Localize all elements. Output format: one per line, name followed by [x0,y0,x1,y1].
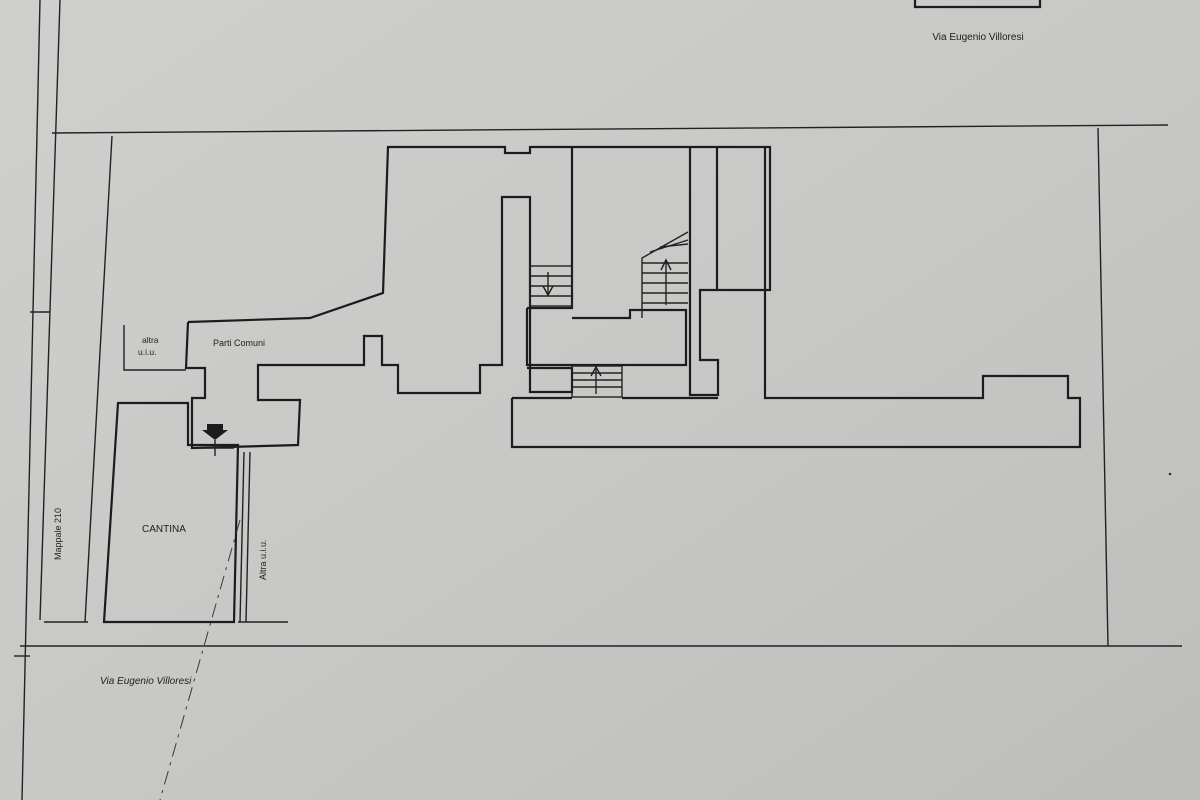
stairs-up-arrow-icon [660,258,672,305]
stairs-lower-left [529,265,573,307]
cantina-room [102,401,240,624]
altra-uiu-top-label-1: altra [142,335,159,345]
location-box [913,0,1042,9]
mappale-label: Mappale 210 [53,508,63,560]
entrance-arrow-icon [202,424,228,440]
altra-uiu-top-label-2: u.i.u. [138,347,156,357]
stray-mark [1168,472,1172,476]
main-building-outline [525,147,688,367]
main-building-south-wing [510,147,1082,449]
sketch-diagonal-line [159,519,241,800]
street-label-top: Via Eugenio Villoresi [932,32,1023,43]
stairs-middle [571,365,623,398]
parti-comuni-corridor [184,195,574,450]
altra-uiu-side-label: Altra u.i.u. [258,539,268,580]
cantina-inner-wall-2 [245,451,251,623]
mappale-line-right [84,135,113,623]
cantina-inner-wall [239,451,245,623]
lot-boundary-top [51,124,1169,134]
stairs-down-arrow-icon [542,272,554,297]
stairs-middle-up-arrow-icon [590,365,602,394]
cantina-label: CANTINA [142,524,186,535]
margin-line-outer [21,0,41,800]
parti-comuni-label: Parti Comuni [213,338,265,348]
margin-line-inner [39,0,61,621]
altra-uiu-top-bracket [123,325,186,371]
parti-comuni-area [187,145,772,397]
lot-boundary-right [1097,127,1109,647]
street-label-bottom: Via Eugenio Villoresi [100,676,192,687]
